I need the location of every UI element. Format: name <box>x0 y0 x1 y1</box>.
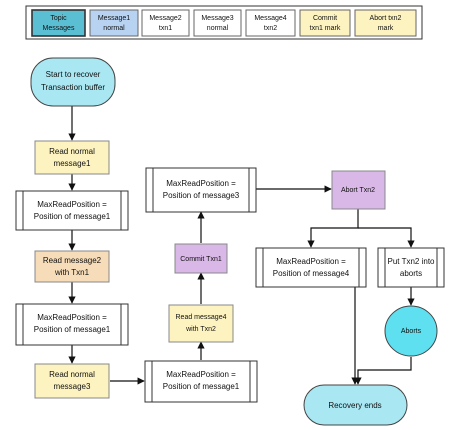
node-read2: Read message2 with Txn1 <box>34 250 110 283</box>
node-maxpos1b-line2: Position of message1 <box>34 325 111 334</box>
node-maxpos3-line1: MaxReadPosition = <box>166 179 236 188</box>
edge-aborts-end <box>354 357 412 385</box>
edge-abort-put <box>358 227 415 248</box>
edges <box>68 106 415 385</box>
node-end: Recovery ends <box>303 384 408 426</box>
node-put-line2: aborts <box>400 269 422 278</box>
legend-message2-line1: Message2 <box>149 15 181 22</box>
legend-message2: Message2 txn1 <box>141 9 190 37</box>
node-read3-line2: message3 <box>54 382 91 391</box>
node-start-line1: Start to recover <box>46 70 101 79</box>
legend-topic-messages-line1: Topic <box>50 15 67 22</box>
legend-message4-line1: Message4 <box>254 15 286 22</box>
node-maxpos3-line2: Position of message3 <box>163 191 240 200</box>
legend-message3-line2: normal <box>207 25 229 32</box>
node-maxpos1-line2: Position of message1 <box>34 212 111 221</box>
node-start: Start to recover Transaction buffer <box>30 57 116 107</box>
node-commit-line1: Commit Txn1 <box>180 256 222 263</box>
legend-message4-line2: txn2 <box>264 25 277 32</box>
node-maxpos3: MaxReadPosition = Position of message3 <box>145 167 257 213</box>
node-put: Put Txn2 into aborts <box>377 247 445 288</box>
node-maxpos1b: MaxReadPosition = Position of message1 <box>15 303 129 346</box>
legend-abort: Abort txn2 mark <box>354 9 417 37</box>
legend-abort-line1: Abort txn2 <box>370 15 402 22</box>
node-abort-line1: Abort Txn2 <box>341 187 375 194</box>
node-read3: Read normal message3 <box>34 363 110 399</box>
node-maxpos1b-line1: MaxReadPosition = <box>37 313 107 322</box>
node-read2-line2: with Txn1 <box>54 268 90 277</box>
legend-message1: Message1 normal <box>89 9 139 37</box>
node-maxpos1c-line1: MaxReadPosition = <box>166 370 236 379</box>
legend-message3-line1: Message3 <box>201 15 233 22</box>
node-maxpos1-line1: MaxReadPosition = <box>37 200 107 209</box>
node-start-line2: Transaction buffer <box>41 83 105 92</box>
node-maxpos1c-line2: Position of message1 <box>163 382 240 391</box>
node-maxpos4-line1: MaxReadPosition = <box>276 257 346 266</box>
node-aborts-line1: Aborts <box>401 328 422 335</box>
legend-commit-line1: Commit <box>313 15 337 22</box>
legend-abort-line2: mark <box>378 25 394 32</box>
node-aborts: Aborts <box>384 305 438 357</box>
edge-abort-maxpos4 <box>307 209 359 248</box>
node-maxpos1: MaxReadPosition = Position of message1 <box>15 190 129 231</box>
node-abort: Abort Txn2 <box>331 170 386 210</box>
legend-message1-line1: Message1 <box>98 15 130 22</box>
legend-message4: Message4 txn2 <box>245 9 296 37</box>
node-read1-line1: Read normal <box>49 147 95 156</box>
legend-message2-line2: txn1 <box>159 25 172 32</box>
node-read1: Read normal message1 <box>34 140 110 175</box>
node-read2-line1: Read message2 <box>43 256 102 265</box>
legend-message3: Message3 normal <box>193 9 242 37</box>
legend: TopicMessagesMessage1normalMessage2txn1M… <box>25 5 423 40</box>
node-put-line1: Put Txn2 into <box>388 257 436 266</box>
node-read4-line1: Read message4 <box>176 314 227 321</box>
node-maxpos4-line2: Position of message4 <box>273 269 350 278</box>
legend-commit: Commit txn1 mark <box>299 9 351 37</box>
node-read3-line1: Read normal <box>49 370 95 379</box>
node-end-line1: Recovery ends <box>328 401 381 410</box>
legend-commit-line2: txn1 mark <box>310 25 341 32</box>
node-maxpos1c: MaxReadPosition = Position of message1 <box>144 360 258 403</box>
legend-topic-messages-line2: Messages <box>43 25 75 32</box>
legend-message1-line2: normal <box>103 25 125 32</box>
node-read1-line2: message1 <box>54 159 91 168</box>
node-read4-line2: with Txn2 <box>185 326 216 333</box>
node-maxpos4: MaxReadPosition = Position of message4 <box>255 247 367 288</box>
node-read4: Read message4 with Txn2 <box>168 304 234 343</box>
nodes: Start to recover Transaction buffer Read… <box>15 57 445 426</box>
node-commit: Commit Txn1 <box>174 243 228 274</box>
